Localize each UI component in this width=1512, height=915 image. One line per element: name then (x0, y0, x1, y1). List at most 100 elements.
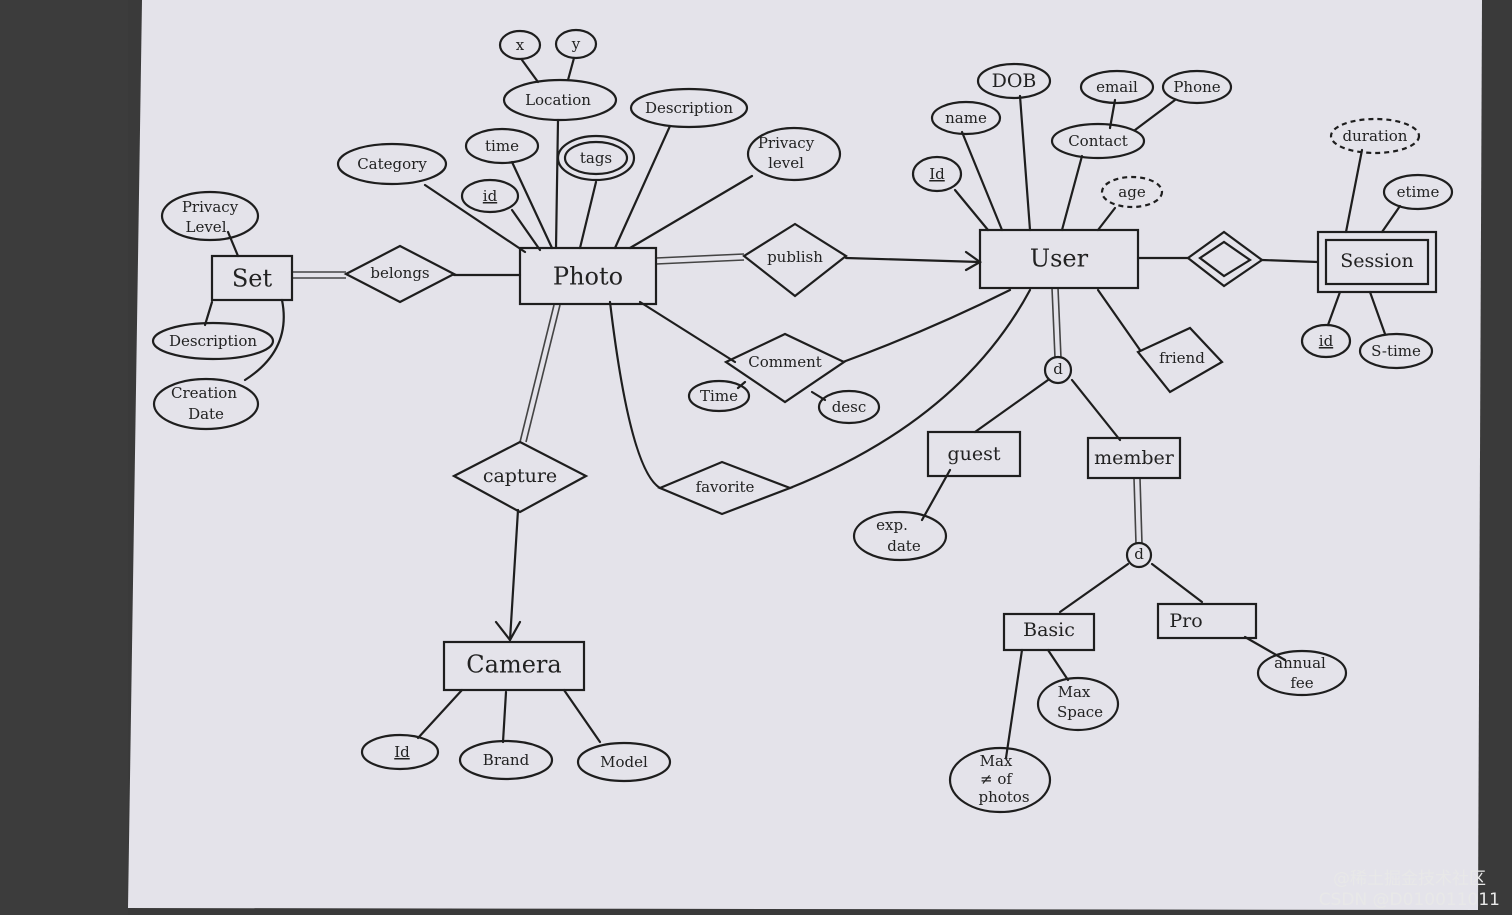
relationship-capture: capture (451, 440, 589, 514)
attr-max-space: Max Space (1036, 676, 1120, 732)
entity-set: Set (210, 254, 294, 302)
svg-text:y: y (571, 35, 581, 53)
disjoint-user-label: d (1053, 360, 1063, 378)
attr-brand: Brand (458, 739, 554, 781)
svg-text:name: name (945, 109, 987, 127)
entity-member: member (1086, 436, 1182, 480)
svg-text:Id: Id (394, 743, 410, 761)
svg-text:Max: Max (1058, 683, 1091, 701)
attr-set-privacy-level: Privacy Level (160, 190, 260, 242)
svg-text:age: age (1118, 183, 1146, 201)
svg-text:annual: annual (1274, 654, 1326, 672)
entity-camera: Camera (442, 640, 586, 692)
svg-text:photos: photos (978, 788, 1029, 806)
attr-comment-desc: desc (817, 389, 881, 425)
svg-text:Contact: Contact (1068, 132, 1128, 150)
entity-user: User (978, 228, 1140, 290)
attr-age-derived: age (1100, 175, 1164, 209)
entity-pro-label: Pro (1169, 610, 1202, 632)
svg-text:level: level (768, 154, 804, 172)
attr-model: Model (576, 741, 672, 783)
attr-category: Category (336, 142, 448, 186)
svg-text:Id: Id (929, 165, 945, 183)
attr-name: name (930, 100, 1002, 136)
attr-camera-id-key: Id (360, 733, 440, 771)
svg-text:≠ of: ≠ of (980, 770, 1013, 788)
entity-member-label: member (1094, 447, 1175, 469)
svg-text:Location: Location (525, 91, 591, 109)
svg-text:exp.: exp. (876, 516, 908, 534)
relationship-publish: publish (742, 222, 848, 298)
left-shadow (0, 0, 128, 915)
svg-text:Description: Description (169, 332, 257, 350)
attr-contact: Contact (1050, 122, 1146, 160)
relationship-capture-label: capture (483, 465, 557, 487)
attr-set-description: Description (151, 321, 275, 361)
watermark-line-1: @稀土掘金技术社区 (1333, 869, 1486, 889)
watermark-line-2: CSDN @D010011011 (1319, 890, 1500, 910)
attr-exp-date: exp. date (852, 510, 948, 562)
svg-text:Model: Model (600, 753, 648, 771)
svg-text:duration: duration (1343, 127, 1408, 145)
attr-set-creation-date: Creation Date (152, 377, 260, 431)
svg-text:x: x (516, 36, 525, 54)
relationship-friend: friend (1136, 326, 1224, 394)
connectors (203, 56, 1402, 760)
svg-text:Phone: Phone (1173, 78, 1220, 96)
svg-text:Creation: Creation (171, 384, 237, 402)
svg-text:Privacy: Privacy (182, 198, 239, 216)
svg-text:Date: Date (188, 405, 224, 423)
entity-session-weak: Session (1316, 230, 1438, 294)
disjoint-user: d (1043, 355, 1073, 385)
attr-x: x (498, 29, 542, 61)
relationship-comment: Comment (723, 332, 847, 404)
paper-sheet (128, 0, 1482, 910)
relationship-session-identifying (1186, 230, 1264, 288)
entity-camera-label: Camera (466, 651, 561, 679)
entity-guest-label: guest (947, 443, 1000, 465)
svg-text:Category: Category (357, 155, 427, 173)
svg-text:email: email (1096, 78, 1138, 96)
attr-session-id-key: id (1300, 323, 1352, 359)
svg-text:Time: Time (700, 387, 738, 405)
svg-text:time: time (485, 137, 519, 155)
entity-user-label: User (1030, 245, 1089, 273)
attr-photo-privacy-level: Privacy level (746, 126, 842, 182)
relationship-publish-label: publish (767, 248, 823, 266)
svg-text:S-time: S-time (1371, 342, 1421, 360)
attr-user-id-key: Id (911, 155, 963, 193)
relationship-friend-label: friend (1159, 349, 1205, 367)
entity-photo-label: Photo (553, 263, 623, 291)
attr-annual-fee: annual fee (1256, 649, 1348, 697)
attr-email: email (1079, 69, 1155, 105)
relationship-belongs-label: belongs (370, 264, 429, 282)
svg-text:date: date (887, 537, 921, 555)
relationship-favorite-label: favorite (696, 478, 755, 496)
attr-phone: Phone (1161, 69, 1233, 105)
svg-text:DOB: DOB (992, 70, 1037, 92)
relationship-comment-label: Comment (748, 353, 822, 371)
svg-text:Max: Max (980, 752, 1013, 770)
attr-etime: etime (1382, 173, 1454, 211)
svg-text:Level: Level (186, 218, 227, 236)
disjoint-member-label: d (1134, 545, 1144, 563)
entity-photo: Photo (518, 246, 658, 306)
attr-duration-derived: duration (1329, 117, 1421, 155)
svg-text:etime: etime (1397, 183, 1440, 201)
disjoint-member: d (1125, 541, 1153, 569)
svg-text:Privacy: Privacy (758, 134, 815, 152)
attr-time: time (464, 127, 540, 165)
attr-comment-time: Time (687, 379, 751, 413)
entity-basic-label: Basic (1023, 619, 1075, 641)
entity-session-label: Session (1340, 250, 1414, 272)
entity-set-label: Set (232, 265, 273, 293)
attr-photo-id-key: id (460, 178, 520, 214)
svg-text:Brand: Brand (483, 751, 530, 769)
svg-text:fee: fee (1290, 674, 1313, 692)
svg-text:tags: tags (580, 149, 612, 167)
entity-guest: guest (926, 430, 1022, 478)
attr-tags-multivalued: tags (556, 134, 636, 182)
svg-text:id: id (1319, 332, 1334, 350)
entity-basic: Basic (1002, 612, 1096, 652)
